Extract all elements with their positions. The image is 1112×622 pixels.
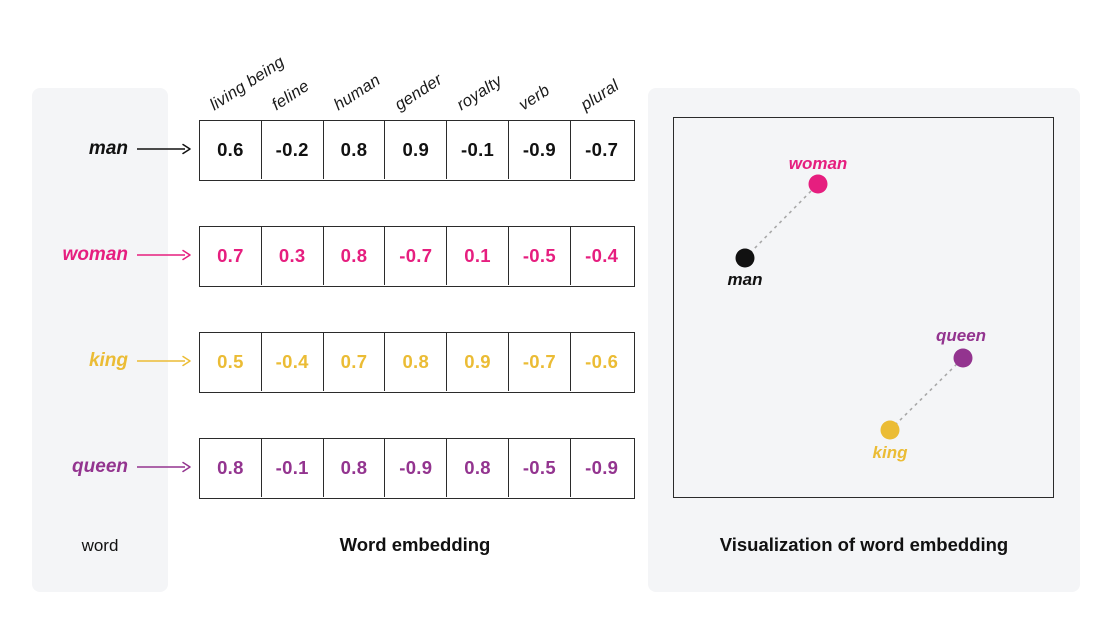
embedding-cell: 0.5 xyxy=(200,333,262,391)
word-label-woman: woman xyxy=(40,244,191,266)
embedding-cell: 0.1 xyxy=(447,227,509,285)
viz-point-woman xyxy=(808,174,828,194)
caption-word: word xyxy=(81,536,119,555)
embedding-cell: 0.7 xyxy=(200,227,262,285)
visualization-plot-box xyxy=(673,117,1054,498)
viz-label-man: man xyxy=(727,270,763,289)
viz-label-queen: queen xyxy=(935,326,987,345)
embedding-cell: 0.8 xyxy=(324,121,386,179)
column-header-human: human xyxy=(330,71,384,115)
embedding-cell: -0.9 xyxy=(585,457,619,478)
embedding-cell: 0.7 xyxy=(324,333,386,391)
viz-point-queen xyxy=(953,348,973,368)
column-header-verb: verb xyxy=(515,81,554,115)
embedding-cell: -0.4 xyxy=(262,333,324,391)
arrow-icon-woman xyxy=(137,249,191,261)
column-header-plural: plural xyxy=(577,76,623,115)
word-text-man: man xyxy=(88,138,128,159)
viz-label-woman: woman xyxy=(788,154,848,173)
word-label-queen: queen xyxy=(40,456,191,478)
embedding-cell: -0.4 xyxy=(585,245,619,266)
embedding-cell: 0.8 xyxy=(324,439,386,497)
column-header-gender: gender xyxy=(392,70,446,115)
embedding-cell: -0.5 xyxy=(509,439,571,497)
embedding-cell: 0.9 xyxy=(385,121,448,179)
embedding-cell: 0.8 xyxy=(385,333,448,391)
column-header-feline: feline xyxy=(268,76,313,115)
arrow-icon-man xyxy=(137,143,191,155)
embedding-cell: 0.3 xyxy=(262,227,324,285)
viz-label-king: king xyxy=(872,443,908,462)
arrow-icon-king xyxy=(137,355,191,367)
embedding-cell: -0.9 xyxy=(385,439,448,497)
embedding-cell: -0.2 xyxy=(262,121,324,179)
word-label-king: king xyxy=(40,350,191,372)
column-header-royalty: royalty xyxy=(453,71,506,115)
embedding-cell: -0.7 xyxy=(509,333,571,391)
viz-point-man xyxy=(735,248,755,268)
embedding-cell: 0.8 xyxy=(324,227,386,285)
embedding-cell: -0.6 xyxy=(585,351,619,372)
word-text-king: king xyxy=(88,350,128,371)
embedding-cell: -0.1 xyxy=(262,439,324,497)
caption-word-embedding: Word embedding xyxy=(339,534,491,555)
embedding-cell: -0.7 xyxy=(385,227,448,285)
embedding-cell: 0.8 xyxy=(447,439,509,497)
embedding-cell: 0.8 xyxy=(200,439,262,497)
embedding-cell: -0.7 xyxy=(585,139,619,160)
embedding-cell: -0.9 xyxy=(509,121,571,179)
caption-visualization: Visualization of word embedding xyxy=(719,534,1009,555)
arrow-icon-queen xyxy=(137,461,191,473)
embedding-cell: 0.6 xyxy=(200,121,262,179)
viz-point-king xyxy=(880,420,900,440)
embedding-cell: -0.5 xyxy=(509,227,571,285)
word-text-woman: woman xyxy=(62,244,128,265)
word-text-queen: queen xyxy=(72,456,128,477)
embedding-cell: 0.9 xyxy=(447,333,509,391)
word-label-man: man xyxy=(40,138,191,160)
embedding-cell: -0.1 xyxy=(447,121,509,179)
word-column-panel xyxy=(32,88,168,592)
